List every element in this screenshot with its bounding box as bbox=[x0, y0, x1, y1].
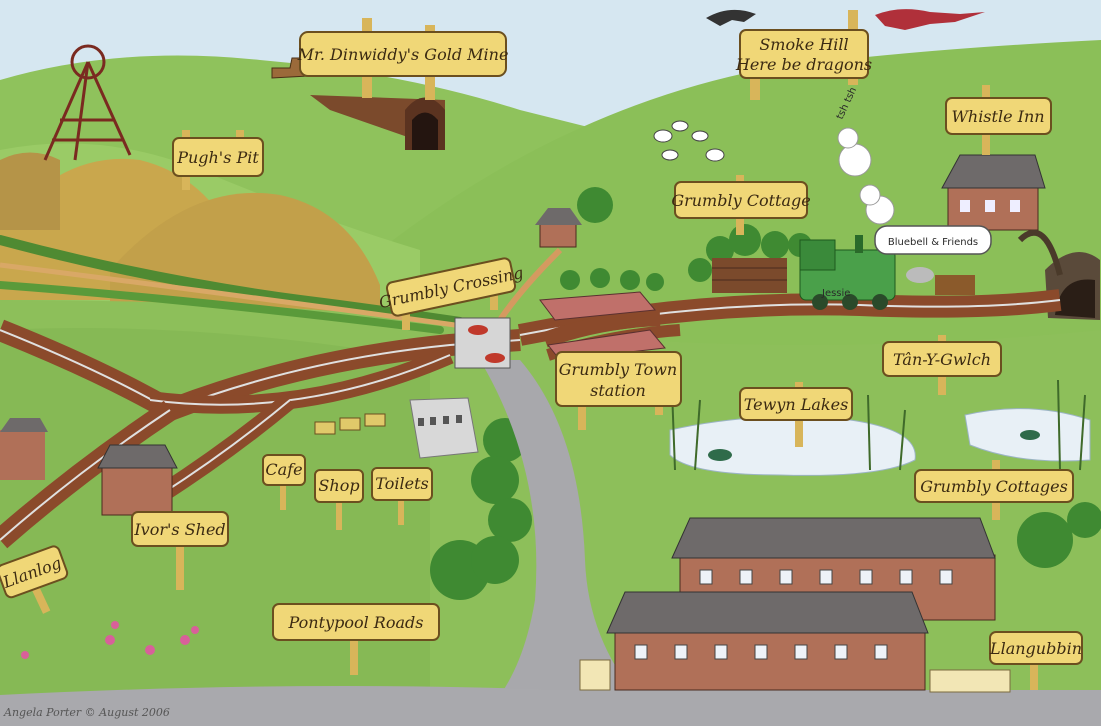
spoil-heap-3 bbox=[0, 152, 60, 230]
sign-whistle-inn[interactable]: Whistle Inn bbox=[945, 85, 1052, 155]
sign-pontypool-roads[interactable]: Pontypool Roads bbox=[272, 603, 440, 675]
pithead-frame bbox=[43, 44, 132, 161]
sign-tewyn-lakes-label: Tewyn Lakes bbox=[744, 395, 849, 414]
donkey-cart bbox=[906, 267, 975, 295]
artist-credit: Angela Porter © August 2006 bbox=[3, 706, 170, 719]
sign-grumbly-cottages[interactable]: Grumbly Cottages bbox=[914, 460, 1074, 520]
sign-cafe[interactable]: Cafe bbox=[262, 454, 306, 510]
sign-shop[interactable]: Shop bbox=[314, 469, 364, 530]
sign-tewyn-lakes[interactable]: Tewyn Lakes bbox=[739, 382, 853, 447]
sign-smoke-hill-title: Smoke Hill bbox=[759, 35, 848, 54]
ivors-shed-building bbox=[97, 444, 178, 516]
terraced-houses-front bbox=[606, 591, 929, 691]
cafe-kiosks bbox=[314, 413, 386, 435]
lake-left bbox=[669, 416, 916, 476]
terrace-windows bbox=[634, 569, 953, 660]
hedge-2 bbox=[0, 281, 444, 334]
sign-shop-label: Shop bbox=[318, 476, 359, 495]
picket-fence bbox=[579, 659, 1011, 693]
sign-llangubbin-label: Llangubbin bbox=[989, 639, 1082, 658]
sign-grumbly-town[interactable]: Grumbly Town station bbox=[555, 351, 682, 430]
level-crossing bbox=[454, 317, 511, 369]
sign-bluebell[interactable]: Bluebell & Friends bbox=[874, 225, 992, 255]
sign-ivors-shed-label: Ivor's Shed bbox=[133, 520, 225, 539]
sign-tan-y-gwlch[interactable]: Tân-Y-Gwlch bbox=[882, 335, 1002, 395]
sign-grumbly-cottage[interactable]: Grumbly Cottage bbox=[671, 175, 811, 235]
duck-icon-2 bbox=[1020, 430, 1040, 440]
sign-smoke-hill-sub: Here be dragons bbox=[735, 55, 872, 74]
dragon-icon bbox=[875, 9, 985, 30]
sheep-flock bbox=[653, 120, 725, 162]
sign-pontypool-roads-label: Pontypool Roads bbox=[288, 613, 424, 632]
car-park bbox=[409, 397, 479, 459]
sign-toilets-label: Toilets bbox=[375, 474, 428, 493]
sign-pughs-pit[interactable]: Pugh's Pit bbox=[172, 130, 264, 190]
road bbox=[470, 360, 640, 726]
sign-pughs-pit-label: Pugh's Pit bbox=[176, 148, 259, 167]
sign-whistle-inn-label: Whistle Inn bbox=[951, 107, 1044, 126]
dirt-path bbox=[0, 262, 456, 328]
sign-toilets[interactable]: Toilets bbox=[371, 467, 433, 525]
sign-grumbly-town-line2: station bbox=[590, 381, 646, 400]
steam-clouds bbox=[837, 127, 895, 225]
trees bbox=[430, 187, 1101, 600]
sign-tan-y-gwlch-label: Tân-Y-Gwlch bbox=[893, 350, 991, 369]
sign-bluebell-label: Bluebell & Friends bbox=[888, 237, 978, 248]
whistle-inn-building bbox=[941, 154, 1046, 231]
log-pile bbox=[712, 258, 787, 293]
left-edge-house bbox=[0, 418, 48, 480]
sign-ivors-shed[interactable]: Ivor's Shed bbox=[131, 511, 229, 590]
sign-grumbly-town-line1: Grumbly Town bbox=[559, 360, 677, 379]
crow-icon bbox=[706, 9, 756, 26]
dirt-path-2 bbox=[497, 247, 563, 322]
sign-grumbly-cottages-label: Grumbly Cottages bbox=[920, 477, 1068, 496]
sign-cafe-label: Cafe bbox=[265, 460, 302, 479]
hill-cottage bbox=[535, 208, 582, 248]
sign-llangubbin[interactable]: Llangubbin bbox=[989, 631, 1083, 690]
sign-gold-mine[interactable]: Mr. Dinwiddy's Gold Mine bbox=[297, 18, 509, 100]
engine-name: Jessie bbox=[821, 288, 850, 299]
road-bottom bbox=[0, 686, 1101, 726]
gold-mine-entrance bbox=[310, 95, 445, 150]
sign-smoke-hill[interactable]: Smoke Hill Here be dragons bbox=[735, 10, 872, 100]
steam-engine bbox=[799, 235, 896, 310]
duck-icon bbox=[708, 449, 732, 461]
hill-trail bbox=[1017, 229, 1063, 276]
sign-grumbly-cottage-label: Grumbly Cottage bbox=[671, 191, 810, 210]
sign-gold-mine-label: Mr. Dinwiddy's Gold Mine bbox=[297, 45, 509, 64]
flowers bbox=[21, 621, 199, 659]
